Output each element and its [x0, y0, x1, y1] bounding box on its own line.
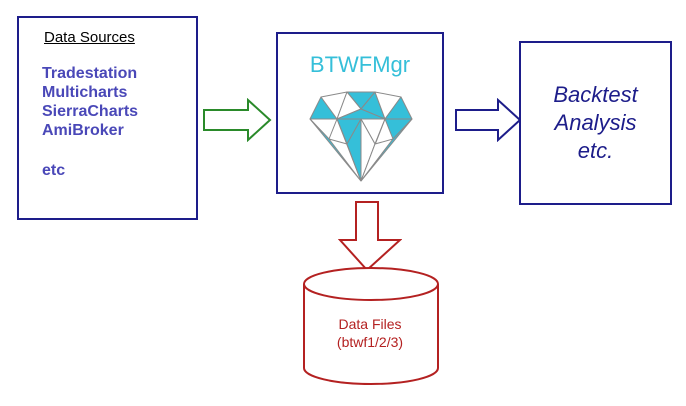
diamond-icon [309, 91, 413, 182]
data-files-text: Data Files (btwf1/2/3) [302, 315, 438, 351]
source-item-sierracharts: SierraCharts [42, 103, 139, 120]
data-sources-list: Tradestation Multicharts SierraCharts Am… [42, 64, 138, 180]
data-sources-box: Data Sources Tradestation Multicharts Si… [17, 16, 198, 220]
analysis-line-analysis: Analysis [554, 110, 637, 135]
backtest-analysis-text: Backtest Analysis etc. [521, 81, 670, 165]
data-files-label: Data Files [338, 316, 402, 332]
source-item-tradestation: Tradestation [42, 65, 138, 82]
arrow-manager-to-data-files [338, 201, 402, 272]
arrow-sources-to-manager [203, 98, 272, 142]
btwfmgr-box: BTWFMgr [276, 32, 444, 194]
btwfmgr-title: BTWFMgr [309, 52, 411, 77]
source-item-multicharts: Multicharts [42, 84, 128, 101]
backtest-analysis-box: Backtest Analysis etc. [519, 41, 672, 205]
database-cylinder-icon [303, 267, 439, 385]
source-item-amibroker: AmiBroker [42, 122, 124, 139]
source-item-etc: etc [42, 162, 66, 179]
arrow-manager-to-analysis [455, 98, 522, 142]
data-files-names: (btwf1/2/3) [336, 334, 404, 350]
analysis-line-backtest: Backtest [553, 82, 638, 107]
analysis-line-etc: etc. [577, 138, 614, 163]
data-sources-title: Data Sources [44, 29, 135, 46]
data-files-database: Data Files (btwf1/2/3) [302, 266, 440, 393]
